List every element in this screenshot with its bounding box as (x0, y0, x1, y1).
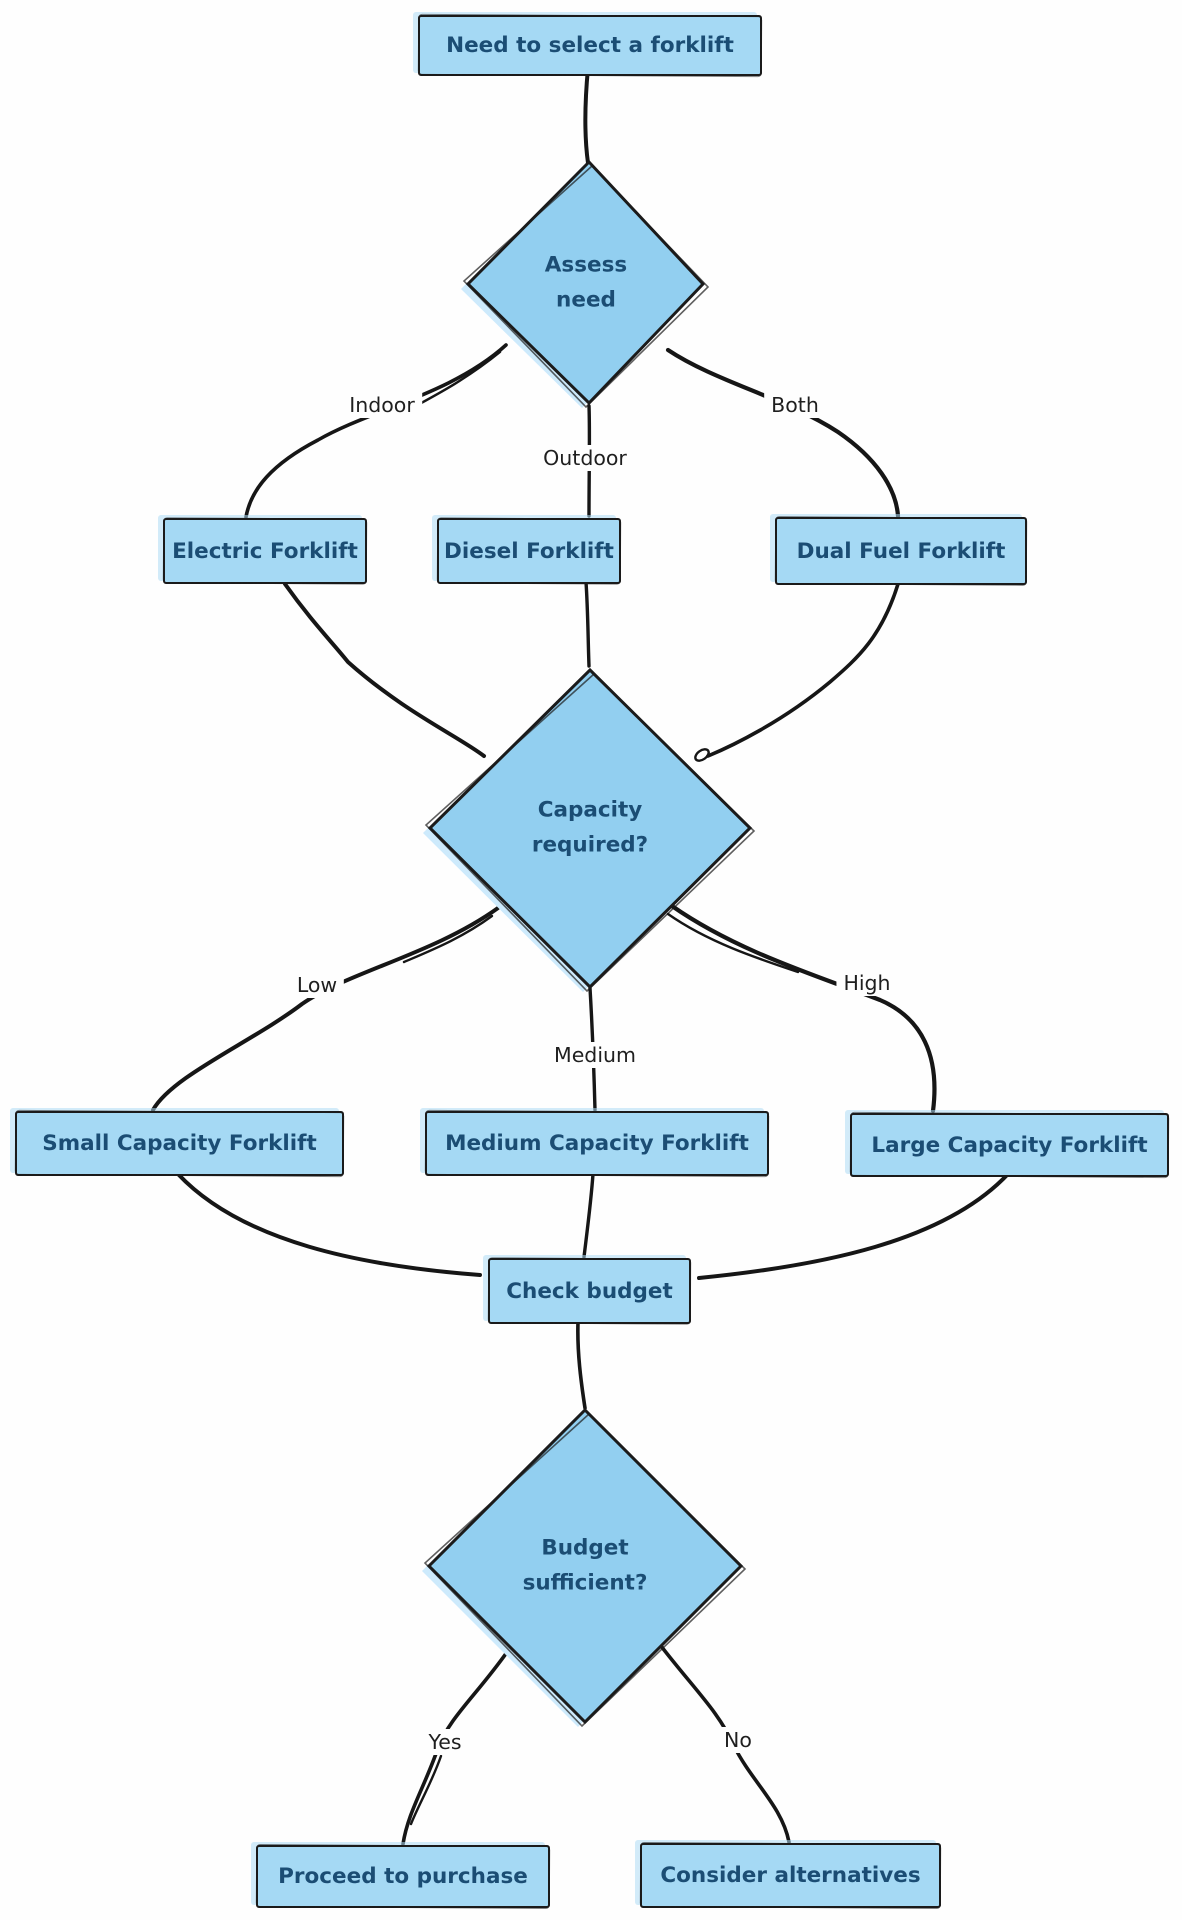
node-large-label: Large Capacity Forklift (871, 1132, 1148, 1158)
edge-label-no: No (717, 1727, 759, 1753)
edge-label-medium: Medium (547, 1042, 643, 1068)
edge-label-both: Both (764, 392, 826, 418)
edge-large-to-checkbudget (697, 1172, 1010, 1280)
edge-label-outdoor: Outdoor (536, 445, 634, 471)
edge-label-yes: Yes (421, 1729, 469, 1755)
edge-capacity-to-large-overdraw (666, 912, 800, 974)
edge-label-high: High (836, 970, 898, 996)
capacity-diamond-overdraw (424, 672, 756, 993)
node-diesel-forklift: Diesel Forklift (437, 518, 621, 584)
assess-diamond-overdraw (462, 164, 710, 409)
node-electric-label: Electric Forklift (172, 538, 358, 564)
node-budget-sufficient-label: Budget sufficient? (522, 1535, 648, 1596)
node-consider-label: Consider alternatives (660, 1863, 921, 1888)
node-large-capacity-forklift: Large Capacity Forklift (850, 1113, 1169, 1177)
edge-electric-to-capacity (283, 582, 486, 758)
node-start: Need to select a forklift (418, 15, 762, 76)
edge-assess-to-dualfuel (665, 347, 901, 519)
node-consider-alternatives: Consider alternatives (640, 1843, 941, 1908)
edge-budget-to-proceed-overdraw (409, 1754, 443, 1826)
node-proceed-label: Proceed to purchase (278, 1864, 528, 1889)
edge-assess-to-electric (244, 343, 508, 519)
node-check-budget: Check budget (488, 1258, 691, 1324)
node-electric-forklift: Electric Forklift (163, 518, 367, 584)
node-small-label: Small Capacity Forklift (42, 1131, 317, 1156)
node-dualfuel-label: Dual Fuel Forklift (796, 538, 1006, 564)
node-checkbudget-label: Check budget (506, 1278, 673, 1304)
edge-capacity-to-large (669, 903, 937, 1114)
node-medium-capacity-forklift: Medium Capacity Forklift (425, 1111, 769, 1176)
edge-label-indoor: Indoor (342, 392, 422, 418)
edge-dualfuel-to-capacity (706, 582, 900, 758)
node-capacity-required-label: Capacity required? (531, 797, 649, 858)
node-assess-need-label: Assess need (544, 252, 628, 313)
edge-dualfuel-loop-tip (694, 748, 710, 762)
edge-small-to-checkbudget (176, 1172, 482, 1277)
edge-capacity-to-small (151, 906, 500, 1112)
edge-capacity-to-small-overdraw (402, 914, 494, 964)
edge-medium-to-checkbudget (582, 1172, 595, 1259)
node-small-capacity-forklift: Small Capacity Forklift (15, 1111, 344, 1176)
edge-start-to-assess (583, 66, 590, 165)
budget-diamond-overdraw (423, 1412, 747, 1728)
node-start-label: Need to select a forklift (446, 33, 734, 58)
edge-diesel-to-capacity (584, 580, 591, 668)
node-dual-fuel-forklift: Dual Fuel Forklift (775, 517, 1027, 585)
node-proceed-to-purchase: Proceed to purchase (256, 1845, 550, 1908)
edge-checkbudget-to-budget (576, 1320, 587, 1410)
edge-label-low: Low (289, 972, 345, 998)
node-diesel-label: Diesel Forklift (444, 538, 614, 564)
node-medium-label: Medium Capacity Forklift (445, 1131, 749, 1156)
